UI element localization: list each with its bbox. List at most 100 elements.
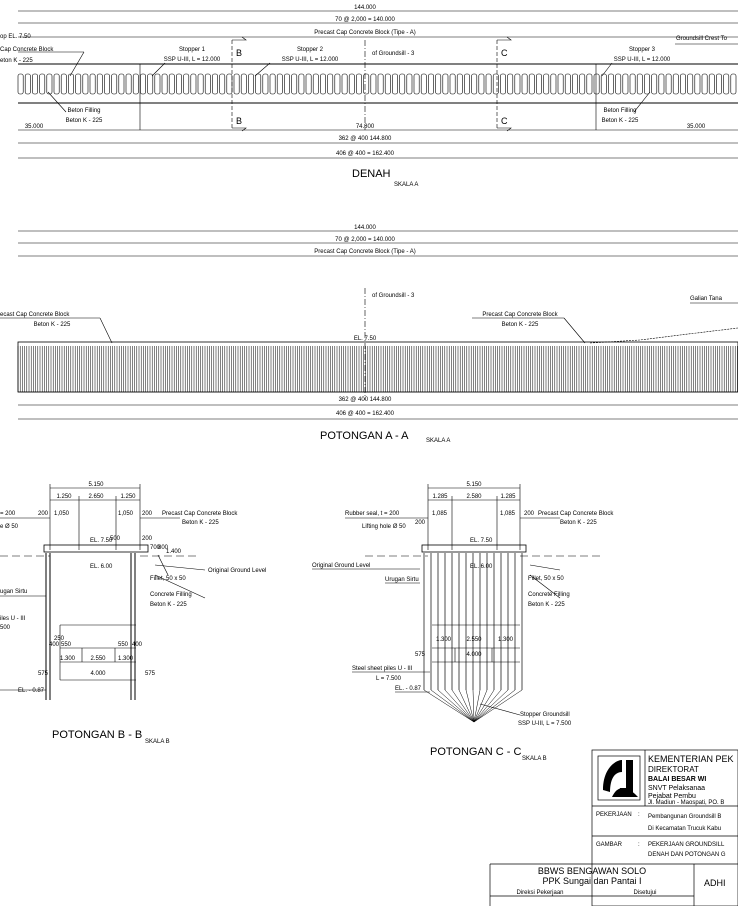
bb-cap-grade: Beton K - 225 <box>182 520 219 526</box>
plan-block <box>449 73 456 95</box>
cc-c4000: 4.000 <box>466 652 482 658</box>
plan-block <box>356 73 362 95</box>
potongan-cc-section <box>312 484 600 723</box>
plan-block <box>111 73 118 95</box>
plan-block <box>622 73 629 95</box>
cc-rubber: Rubber seal, t = 200 <box>345 511 400 517</box>
denah-centerline: of Groundsill - 3 <box>372 51 415 57</box>
plan-block <box>420 73 427 95</box>
bb-cap-block: Precast Cap Concrete Block <box>162 511 238 517</box>
plan-block <box>406 73 413 95</box>
plan-block <box>298 73 305 95</box>
bb-fillet: Fillet, 50 x 50 <box>150 576 186 582</box>
plan-block <box>341 73 348 95</box>
bb-b4000: 4.000 <box>90 671 106 677</box>
plan-block <box>17 73 24 95</box>
plan-block <box>262 73 269 95</box>
plan-block <box>399 73 406 95</box>
plan-block <box>32 73 38 95</box>
aa-cap-label: Precast Cap Concrete Block (Tipe - A) <box>314 249 415 255</box>
bb-b1300a: 1.300 <box>60 656 76 662</box>
bb-s200b: 200 <box>142 511 153 517</box>
plan-block <box>327 73 334 95</box>
bb-v800: 800 <box>158 545 169 551</box>
plan-block <box>89 73 96 95</box>
cc-pile-tip <box>473 689 488 723</box>
plan-block <box>197 73 204 95</box>
cc-c1300b: 1.300 <box>498 637 514 643</box>
bb-ground: Original Ground Level <box>208 568 266 574</box>
tb-directorate: DIREKTORAT <box>648 765 699 774</box>
bb-scale: SKALA B <box>145 739 170 745</box>
cc-pile-tip <box>473 689 495 723</box>
denah-dim-all: 406 @ 400 = 162.400 <box>336 151 395 157</box>
bb-b1300b: 1.300 <box>118 656 134 662</box>
bb-b550a: 550 <box>61 642 72 648</box>
denah-crest: Groundsill Crest To <box>676 36 728 42</box>
plan-block <box>291 73 298 95</box>
denah-stopper3: Stopper 3 <box>629 47 656 53</box>
cc-s1085b: 1,085 <box>500 511 516 517</box>
plan-block <box>53 73 60 95</box>
bb-filling-grade: Beton K - 225 <box>150 602 187 608</box>
plan-block <box>248 73 254 95</box>
plan-block <box>651 73 658 95</box>
bb-lifting: e Ø 50 <box>0 524 19 530</box>
plan-block <box>377 73 384 95</box>
aa-dim-cap: 70 @ 2,000 = 140.000 <box>335 237 395 243</box>
bb-b575a: 575 <box>38 671 49 677</box>
plan-block <box>593 73 600 95</box>
tb-pekerjaan-2: Di Kecamatan Trucuk Kabu <box>648 826 721 832</box>
bb-seal: = 200 <box>0 511 16 517</box>
plan-block <box>658 73 665 95</box>
bb-d1: 1.250 <box>56 494 72 500</box>
plan-block <box>536 73 542 95</box>
plan-block <box>586 73 593 95</box>
cc-scale: SKALA B <box>522 756 547 762</box>
cc-piles-len: L = 7.500 <box>376 676 402 682</box>
denah-cap-label: Precast Cap Concrete Block (Tipe - A) <box>314 30 415 36</box>
plan-block <box>269 73 276 95</box>
cc-d2: 2.580 <box>466 494 482 500</box>
denah-stopper2: Stopper 2 <box>297 47 324 53</box>
cc-pile-tip <box>465 689 475 723</box>
bb-s200a: 200 <box>38 511 49 517</box>
plan-block <box>413 73 420 95</box>
tb-snvt: SNVT Pelaksanaa <box>648 785 705 792</box>
plan-block <box>521 73 528 95</box>
plan-block <box>428 73 434 95</box>
plan-block <box>708 73 715 95</box>
plan-block <box>82 73 89 95</box>
plan-block <box>147 73 154 95</box>
plan-block <box>615 73 622 95</box>
bb-b575b: 575 <box>145 671 156 677</box>
plan-block <box>140 73 146 95</box>
plan-block <box>644 73 650 95</box>
plan-block <box>716 73 722 95</box>
bb-d3: 1.250 <box>120 494 136 500</box>
plan-block <box>176 73 182 95</box>
plan-block <box>514 73 521 95</box>
cc-pile-tip <box>473 689 481 723</box>
denah-stopper3-spec: SSP U-III, L = 12.000 <box>614 57 671 63</box>
cc-filling-grade: Beton K - 225 <box>528 602 565 608</box>
denah-stopper2-spec: SSP U-III, L = 12.000 <box>282 57 339 63</box>
plan-block <box>701 73 708 95</box>
bb-v1400: 1.400 <box>166 549 182 555</box>
cc-piles: Steel sheet piles U - III <box>352 666 413 672</box>
bb-el-low: EL. - 0.87 <box>18 688 45 694</box>
tb-address: Jl. Madiun - Maospati, PO. B <box>648 800 724 806</box>
bb-filling: Concrete Filling <box>150 592 192 598</box>
plan-block <box>636 73 643 95</box>
cc-pile-tip <box>473 689 516 723</box>
plan-block <box>723 73 730 95</box>
denah-stopper1-spec: SSP U-III, L = 12.000 <box>164 57 221 63</box>
plan-block <box>60 73 67 95</box>
plan-block <box>363 73 370 95</box>
cc-pile-tip <box>444 689 475 723</box>
cc-pile-tip <box>458 689 475 723</box>
bb-v200: 200 <box>142 536 153 542</box>
aa-dim-total: 144.000 <box>354 225 376 231</box>
plan-block <box>550 73 557 95</box>
cc-title: POTONGAN C - C <box>430 746 522 758</box>
